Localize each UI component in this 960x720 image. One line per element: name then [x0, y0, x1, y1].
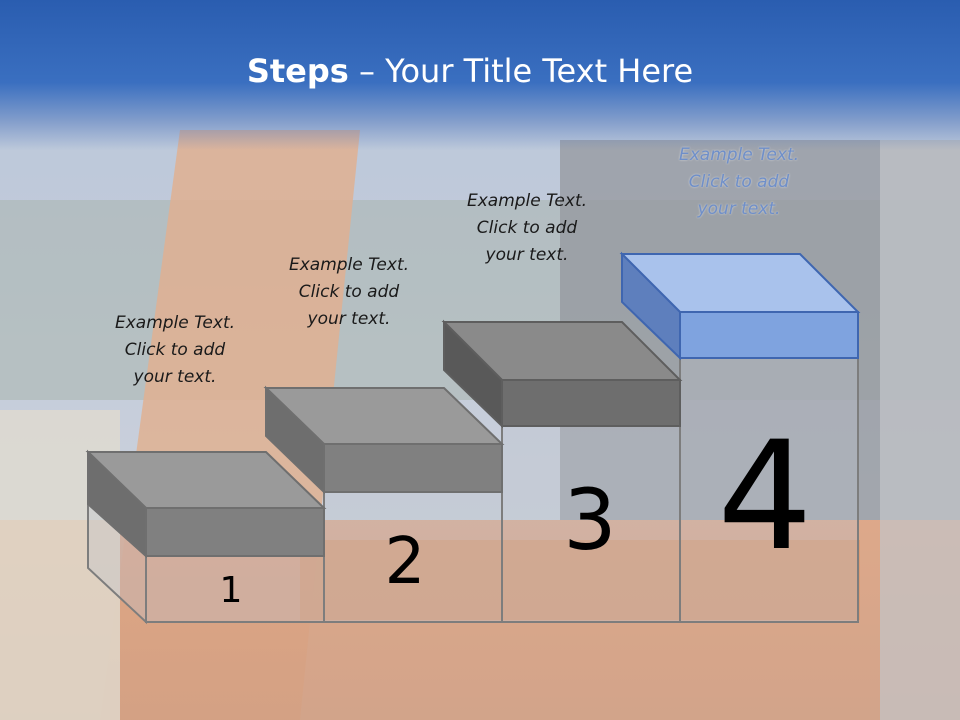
step-number-3: 3 [563, 471, 617, 569]
slide-title[interactable]: Steps – Your Title Text Here [0, 52, 940, 90]
step-number-4: 4 [717, 410, 813, 584]
step-3-caption[interactable]: Example Text. Click to add your text. [447, 188, 607, 269]
step-2-caption[interactable]: Example Text. Click to add your text. [269, 252, 429, 333]
step-4-caption-line2: Click to add [688, 172, 790, 192]
title-band [0, 0, 960, 150]
step-1-caption-line1: Example Text. [114, 313, 236, 333]
step-2-caption-line2: Click to add [298, 282, 400, 302]
step-4-column [679, 357, 859, 623]
step-number-1: 1 [219, 570, 243, 611]
title-bold: Steps [246, 52, 349, 90]
step-1-caption[interactable]: Example Text. Click to add your text. [95, 310, 255, 391]
step-number-2: 2 [384, 525, 426, 599]
step-2-block [263, 385, 505, 495]
step-4-caption-line3: your text. [697, 199, 781, 219]
step-4-caption-line1: Example Text. [678, 145, 800, 165]
step-3-caption-line1: Example Text. [466, 191, 588, 211]
step-2-caption-line3: your text. [307, 309, 391, 329]
step-1-caption-line3: your text. [133, 367, 217, 387]
step-2-column [323, 491, 503, 623]
step-3-block [441, 319, 683, 429]
step-4-block [619, 251, 861, 361]
step-2-caption-line1: Example Text. [288, 255, 410, 275]
step-4-caption[interactable]: Example Text. Click to add your text. [659, 142, 819, 223]
step-1-block [85, 449, 327, 559]
step-1-caption-line2: Click to add [124, 340, 226, 360]
step-3-caption-line2: Click to add [476, 218, 578, 238]
title-rest: – Your Title Text Here [348, 52, 694, 90]
step-3-caption-line3: your text. [485, 245, 569, 265]
